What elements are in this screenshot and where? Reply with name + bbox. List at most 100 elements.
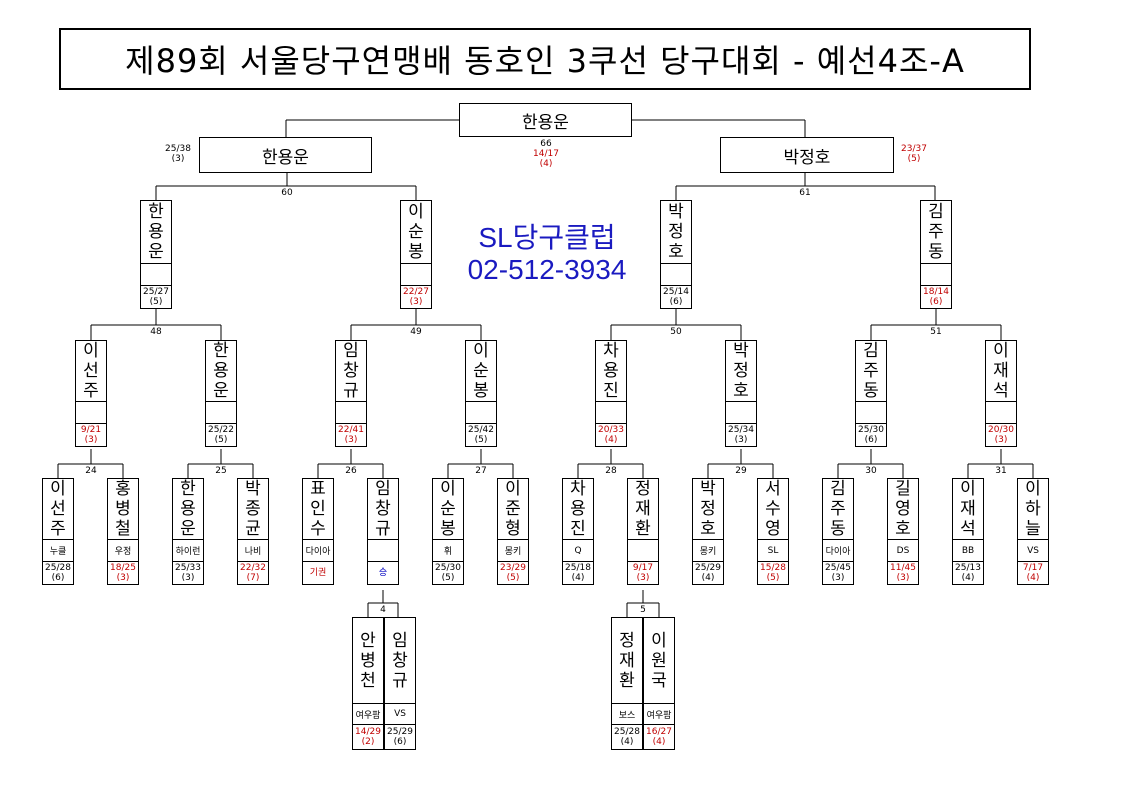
score-cell: 16/27(4) [644,725,674,749]
player-name-char: 국 [651,670,667,691]
semi-left-box: 한용운 [199,137,372,173]
player-name-char: 진 [570,519,586,539]
player-name-char: 영 [765,519,781,539]
score-value: 25/34 [728,425,754,435]
score-cell: 11/45(3) [888,562,918,584]
score-value: 25/13 [955,563,981,573]
player-name-char: 주 [863,361,879,381]
inning-value: (3) [734,435,748,445]
player-name-char: 차 [570,479,586,499]
player-name-char: 운 [180,519,196,539]
club-name: 몽키 [498,540,528,562]
score-cell: 25/29(6) [385,725,415,749]
score-cell: 25/22(5) [206,424,236,446]
score-cell: 25/45(3) [823,562,853,584]
score-cell: 25/34(3) [726,424,756,446]
player-name-char: 준 [505,499,521,519]
player-name-char: 인 [310,499,326,519]
player-name-char: 정 [668,222,684,242]
score-cell: 25/30(6) [856,424,886,446]
club-name: VS [385,704,415,725]
player-name-char: 수 [310,519,326,539]
player-name-char: 표 [310,479,326,499]
inning-value: (3) [831,573,845,583]
score-cell: 25/30(5) [433,562,463,584]
player-name-char: 서 [765,479,781,499]
score-cell: 25/29(4) [693,562,723,584]
inning-value: (7) [246,573,260,583]
score-cell: 23/29(5) [498,562,528,584]
score-cell: 25/33(3) [173,562,203,584]
player-name-char: 주 [83,381,99,401]
club-name: 하이런 [173,540,203,562]
score-value: 25/22 [208,425,234,435]
player-name-char: 봉 [440,519,456,539]
club-name [336,402,366,424]
inning-value: (3) [84,435,98,445]
player-name-char: 주 [928,222,944,242]
semi-right-score: 23/37(5) [901,144,927,164]
player-name-char: 박 [733,341,749,361]
match-number-28: 28 [605,466,617,476]
match-number-24: 24 [85,466,97,476]
player-name-char: 영 [895,499,911,519]
player-name-char: 재 [960,499,976,519]
score-value: 20/30 [988,425,1014,435]
score-value: 25/33 [175,563,201,573]
page-title: 제89회 서울당구연맹배 동호인 3쿠선 당구대회 - 예선4조-A [59,28,1031,90]
score-cell: 25/28(6) [43,562,73,584]
player-name-char: 정 [635,479,651,499]
inning-value: (4) [701,573,715,583]
club-name [921,264,951,286]
club-name [661,264,691,286]
player-name-char: 용 [213,361,229,381]
player-name-char: 형 [505,519,521,539]
player-name-char: 김 [863,341,879,361]
match-number-61: 61 [799,188,811,198]
inning-value: (2) [361,737,375,747]
player-name-char: 병 [360,650,376,671]
player-name-char: 재 [619,650,635,671]
club-name: 여우팜 [644,704,674,725]
inning-value: (3) [896,573,910,583]
club-name: 우정 [108,540,138,562]
player-name-char: 하 [1025,499,1041,519]
score-value: 25/18 [565,563,591,573]
player-name-char: 석 [960,519,976,539]
player-name-char: 차 [603,341,619,361]
score-cell: 14/29(2) [353,725,383,749]
player-name-char: 호 [733,381,749,401]
player-name-char: 환 [635,519,651,539]
player-name-char: 정 [619,630,635,651]
player-name-char: 이 [1025,479,1041,499]
player-name-char: 이 [440,479,456,499]
club-name: VS [1018,540,1048,562]
player-name-char: 임 [343,341,359,361]
score-cell: 25/27(5) [141,286,171,308]
score-cell: 20/30(3) [986,424,1016,446]
club-name [76,402,106,424]
score-cell: 7/17(4) [1018,562,1048,584]
